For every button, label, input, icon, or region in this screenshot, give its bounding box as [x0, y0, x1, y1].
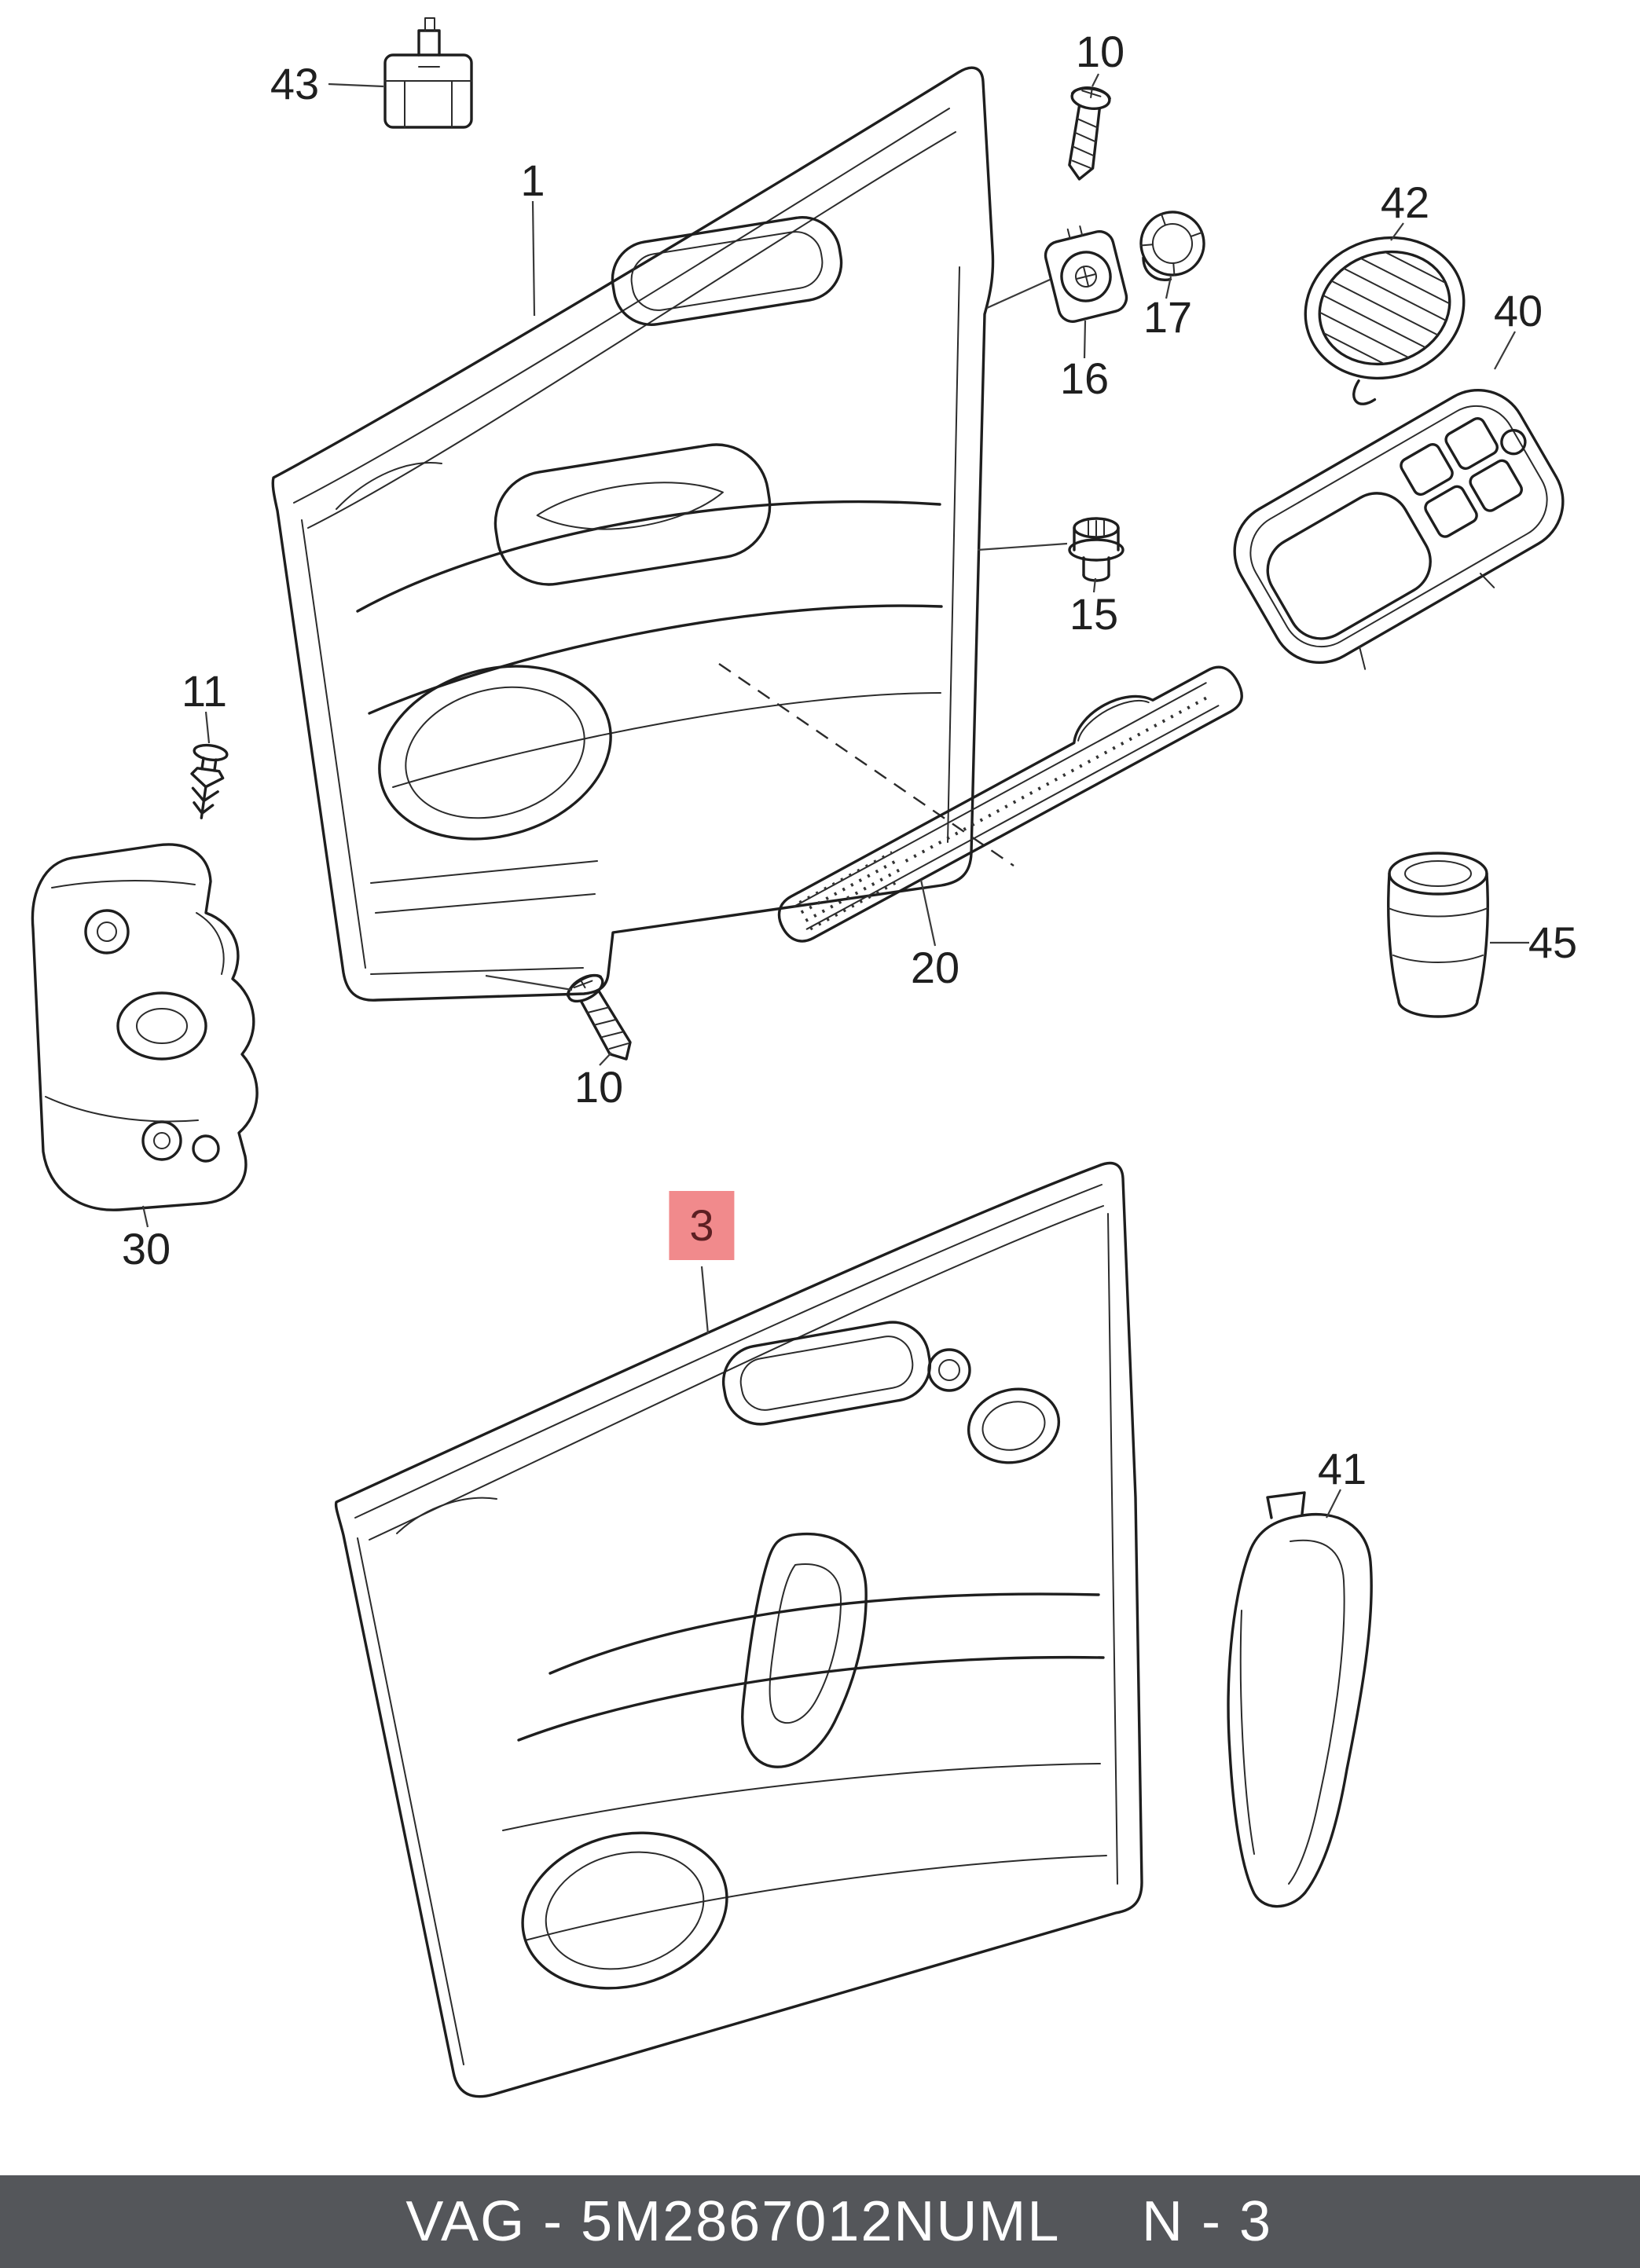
part-42-speaker-grille-ring — [1304, 235, 1466, 405]
callout-20[interactable]: 20 — [910, 943, 960, 992]
callout-15[interactable]: 15 — [1069, 589, 1119, 639]
part-40-window-switch-trim — [1233, 388, 1565, 670]
part-11-clip — [190, 743, 229, 819]
footer-bar: VAG - 5M2867012NUML N - 3 — [0, 2175, 1640, 2268]
part-17-grommet — [1139, 211, 1205, 281]
part-45-knob — [1387, 852, 1489, 1018]
callout-10-top[interactable]: 10 — [1075, 27, 1125, 76]
callout-11[interactable]: 11 — [181, 666, 228, 716]
callout-40[interactable]: 40 — [1493, 286, 1543, 335]
callout-16[interactable]: 16 — [1059, 354, 1110, 403]
diagram-line-art — [31, 17, 1565, 2098]
part-15-nut — [1068, 517, 1125, 582]
callout-45[interactable]: 45 — [1528, 918, 1578, 967]
callout-43[interactable]: 43 — [270, 59, 320, 108]
footer-page-ref: N - 3 — [1142, 2190, 1273, 2253]
callout-30[interactable]: 30 — [121, 1224, 171, 1273]
part-30-armrest-bracket — [31, 843, 259, 1211]
part-43-bracket-clip — [383, 17, 473, 129]
callout-1[interactable]: 1 — [520, 156, 545, 205]
part-3-door-trim-panel — [334, 1161, 1143, 2098]
callout-41[interactable]: 41 — [1317, 1444, 1367, 1493]
part-20-speaker-grille-strip — [777, 665, 1243, 943]
part-10-screw-bottom — [563, 969, 644, 1070]
callout-42[interactable]: 42 — [1380, 178, 1430, 227]
part-1-door-trim-panel — [271, 66, 1014, 1002]
part-41-door-pull-trim — [1227, 1491, 1373, 1908]
callout-10-bottom[interactable]: 10 — [574, 1062, 624, 1112]
callout-17[interactable]: 17 — [1143, 292, 1193, 342]
leader-lines — [141, 73, 1529, 1519]
part-10-screw-top — [1059, 84, 1113, 184]
part-16-fastener — [1044, 225, 1128, 323]
footer-part-code: VAG - 5M2867012NUML — [405, 2190, 1061, 2253]
callout-3-highlighted[interactable]: 3 — [669, 1191, 735, 1260]
